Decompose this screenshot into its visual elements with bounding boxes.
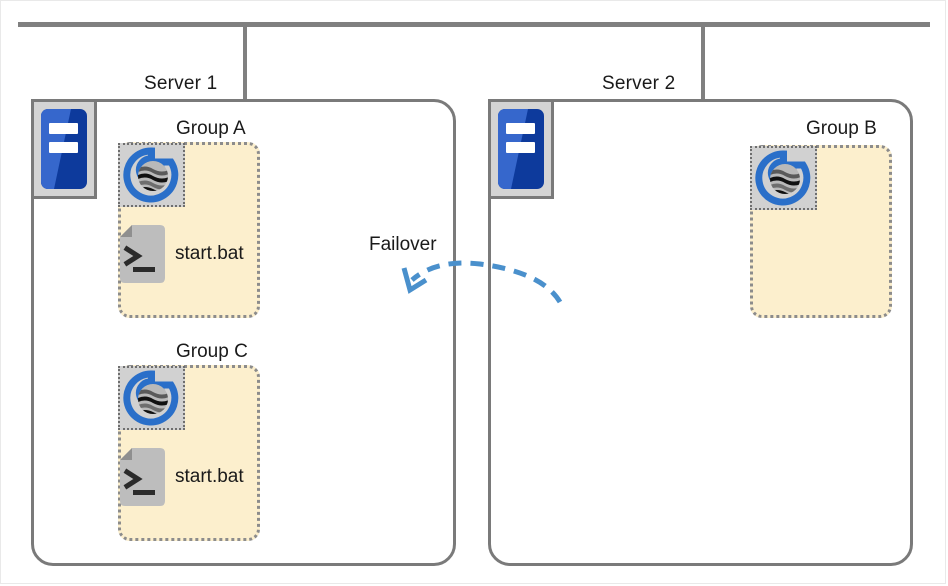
server-icon-body [41,109,87,189]
server-icon-bar-bottom [49,142,78,153]
group-c-label: Group C [176,341,248,362]
server-2-panel [488,99,913,566]
application-resource-icon[interactable] [750,146,817,210]
network-drop-line-server1 [243,24,247,100]
server-icon-bar-top [506,123,535,134]
server-icon-body [498,109,544,189]
server-2-label: Server 2 [602,73,676,94]
network-bus-line [18,22,930,27]
app-globe-icon [123,370,179,426]
server-icon [488,99,554,199]
server-1-panel [31,99,456,566]
network-drop-line-server2 [701,24,705,100]
failover-label: Failover [369,234,437,255]
bat-file-icon [120,448,165,506]
server-icon-bar-top [49,123,78,134]
failover-arrow-icon [401,260,563,304]
app-globe-icon [123,147,179,203]
group-a-label: Group A [176,118,246,139]
group-b-label: Group B [806,118,877,139]
server-icon-bar-bottom [506,142,535,153]
app-globe-icon [755,150,811,206]
bat-file-label: start.bat [175,243,244,264]
bat-file-label: start.bat [175,466,244,487]
application-resource-icon[interactable] [118,366,185,430]
server-1-label: Server 1 [144,73,218,94]
application-resource-icon[interactable] [118,143,185,207]
bat-file-icon [120,225,165,283]
server-icon [31,99,97,199]
